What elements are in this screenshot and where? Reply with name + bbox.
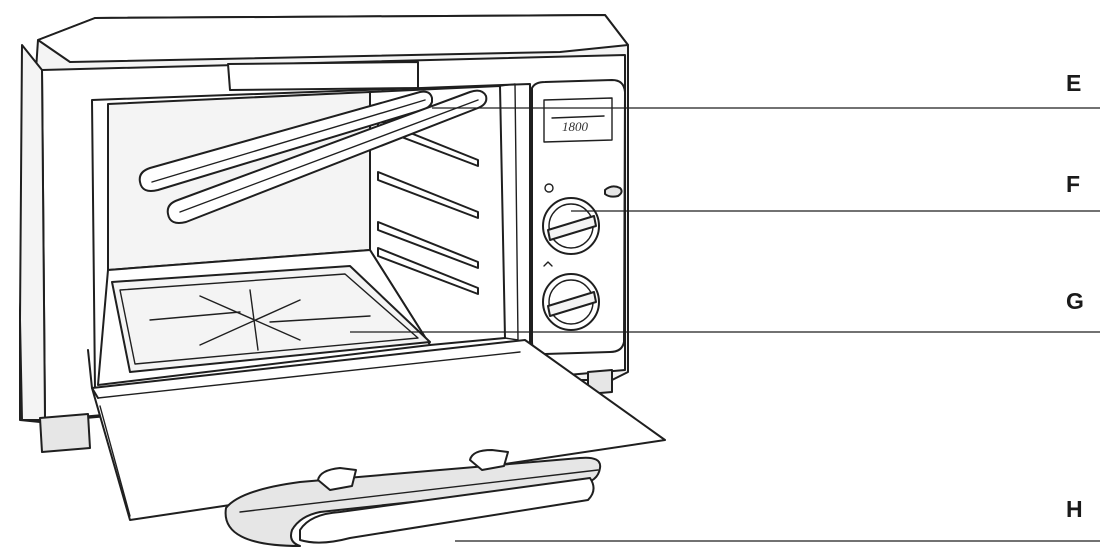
temperature-control-dial-icon <box>542 183 623 255</box>
callout-f: F <box>1066 171 1081 197</box>
callout-h: H <box>1066 496 1083 522</box>
leader-lines <box>350 107 1100 542</box>
callout-g: G <box>1066 288 1084 314</box>
timer-control-dial-icon <box>542 261 600 331</box>
brand-label: 1800 <box>562 119 589 134</box>
callout-e: E <box>1066 70 1082 96</box>
oven-door <box>87 339 666 521</box>
door-handle-icon <box>224 449 602 547</box>
upper-heating-element-icon <box>138 89 488 224</box>
rack-rails <box>377 119 479 295</box>
